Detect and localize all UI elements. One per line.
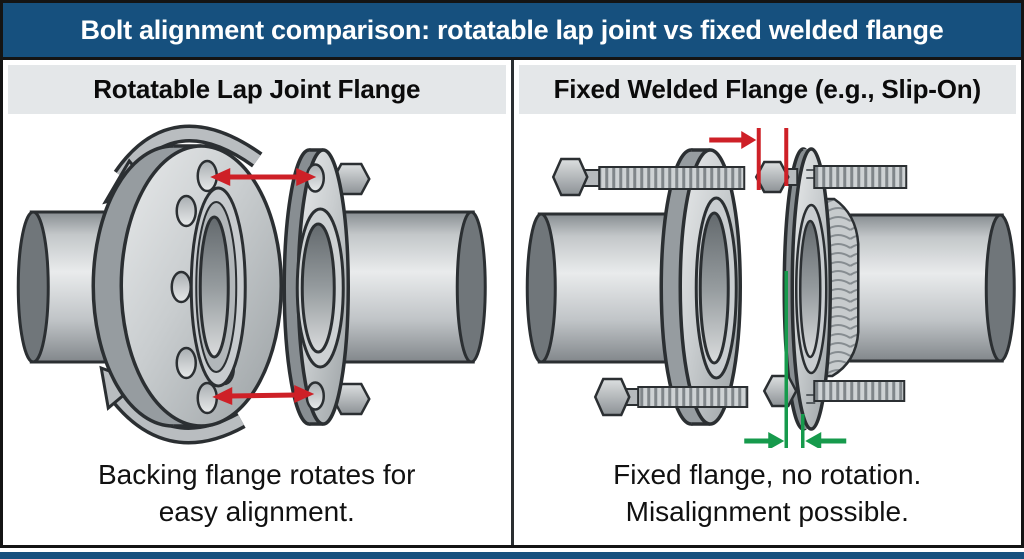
comparison-panels: Rotatable Lap Joint Flange xyxy=(3,60,1021,545)
right-caption: Fixed flange, no rotation. Misalignment … xyxy=(514,448,1022,545)
lap-joint-diagram xyxy=(3,114,511,448)
panel-divider xyxy=(510,60,514,545)
main-title: Bolt alignment comparison: rotatable lap… xyxy=(80,14,944,45)
mating-flange xyxy=(282,148,350,426)
stub-end-face xyxy=(189,186,247,388)
hex-bolt-head xyxy=(551,157,589,197)
bolt-heads xyxy=(331,162,371,416)
pipe-end-cut xyxy=(984,213,1016,363)
backing-flange xyxy=(91,144,283,428)
pipe-end-cut xyxy=(455,210,487,364)
right-pipe xyxy=(840,213,1016,363)
alignment-arrow-bottom xyxy=(212,385,315,405)
welded-flange-diagram xyxy=(514,114,1022,448)
left-panel-title: Rotatable Lap Joint Flange xyxy=(93,74,421,104)
hex-bolt-head xyxy=(593,377,631,417)
hex-nut xyxy=(754,160,790,194)
title-bar: Bolt alignment comparison: rotatable lap… xyxy=(3,3,1021,60)
left-caption-line1: Backing flange rotates for xyxy=(97,459,416,490)
gap-marker-green xyxy=(743,271,846,448)
left-caption: Backing flange rotates for easy alignmen… xyxy=(3,448,511,545)
right-caption-line1: Fixed flange, no rotation. xyxy=(613,459,922,490)
left-caption-line2: easy alignment. xyxy=(158,496,355,527)
panel-welded: Fixed Welded Flange (e.g., Slip-On) xyxy=(513,60,1022,545)
thread-marks xyxy=(805,169,815,404)
weld-bead xyxy=(820,197,859,378)
left-panel-header: Rotatable Lap Joint Flange xyxy=(8,65,506,114)
right-welded-flange xyxy=(782,147,832,431)
left-welded-flange xyxy=(659,148,742,426)
misalignment-marker-red xyxy=(708,128,788,190)
bottom-right-stud xyxy=(762,374,905,408)
top-left-stud xyxy=(551,157,745,197)
bottom-left-stud xyxy=(593,377,748,417)
right-panel-title: Fixed Welded Flange (e.g., Slip-On) xyxy=(553,74,982,104)
right-caption-line2: Misalignment possible. xyxy=(625,496,909,527)
alignment-arrow-top xyxy=(210,168,317,186)
footer-bar xyxy=(0,552,1024,559)
pipe-end-cut xyxy=(16,210,50,364)
welded-flange-drawing xyxy=(525,128,1016,448)
pipe-end-cut xyxy=(525,212,557,364)
lap-joint-drawing xyxy=(16,124,487,445)
hex-nut xyxy=(762,374,798,408)
right-panel-header: Fixed Welded Flange (e.g., Slip-On) xyxy=(518,65,1016,114)
top-right-stud xyxy=(754,160,907,194)
right-pipe xyxy=(336,210,487,364)
panel-lap-joint: Rotatable Lap Joint Flange xyxy=(3,60,511,545)
